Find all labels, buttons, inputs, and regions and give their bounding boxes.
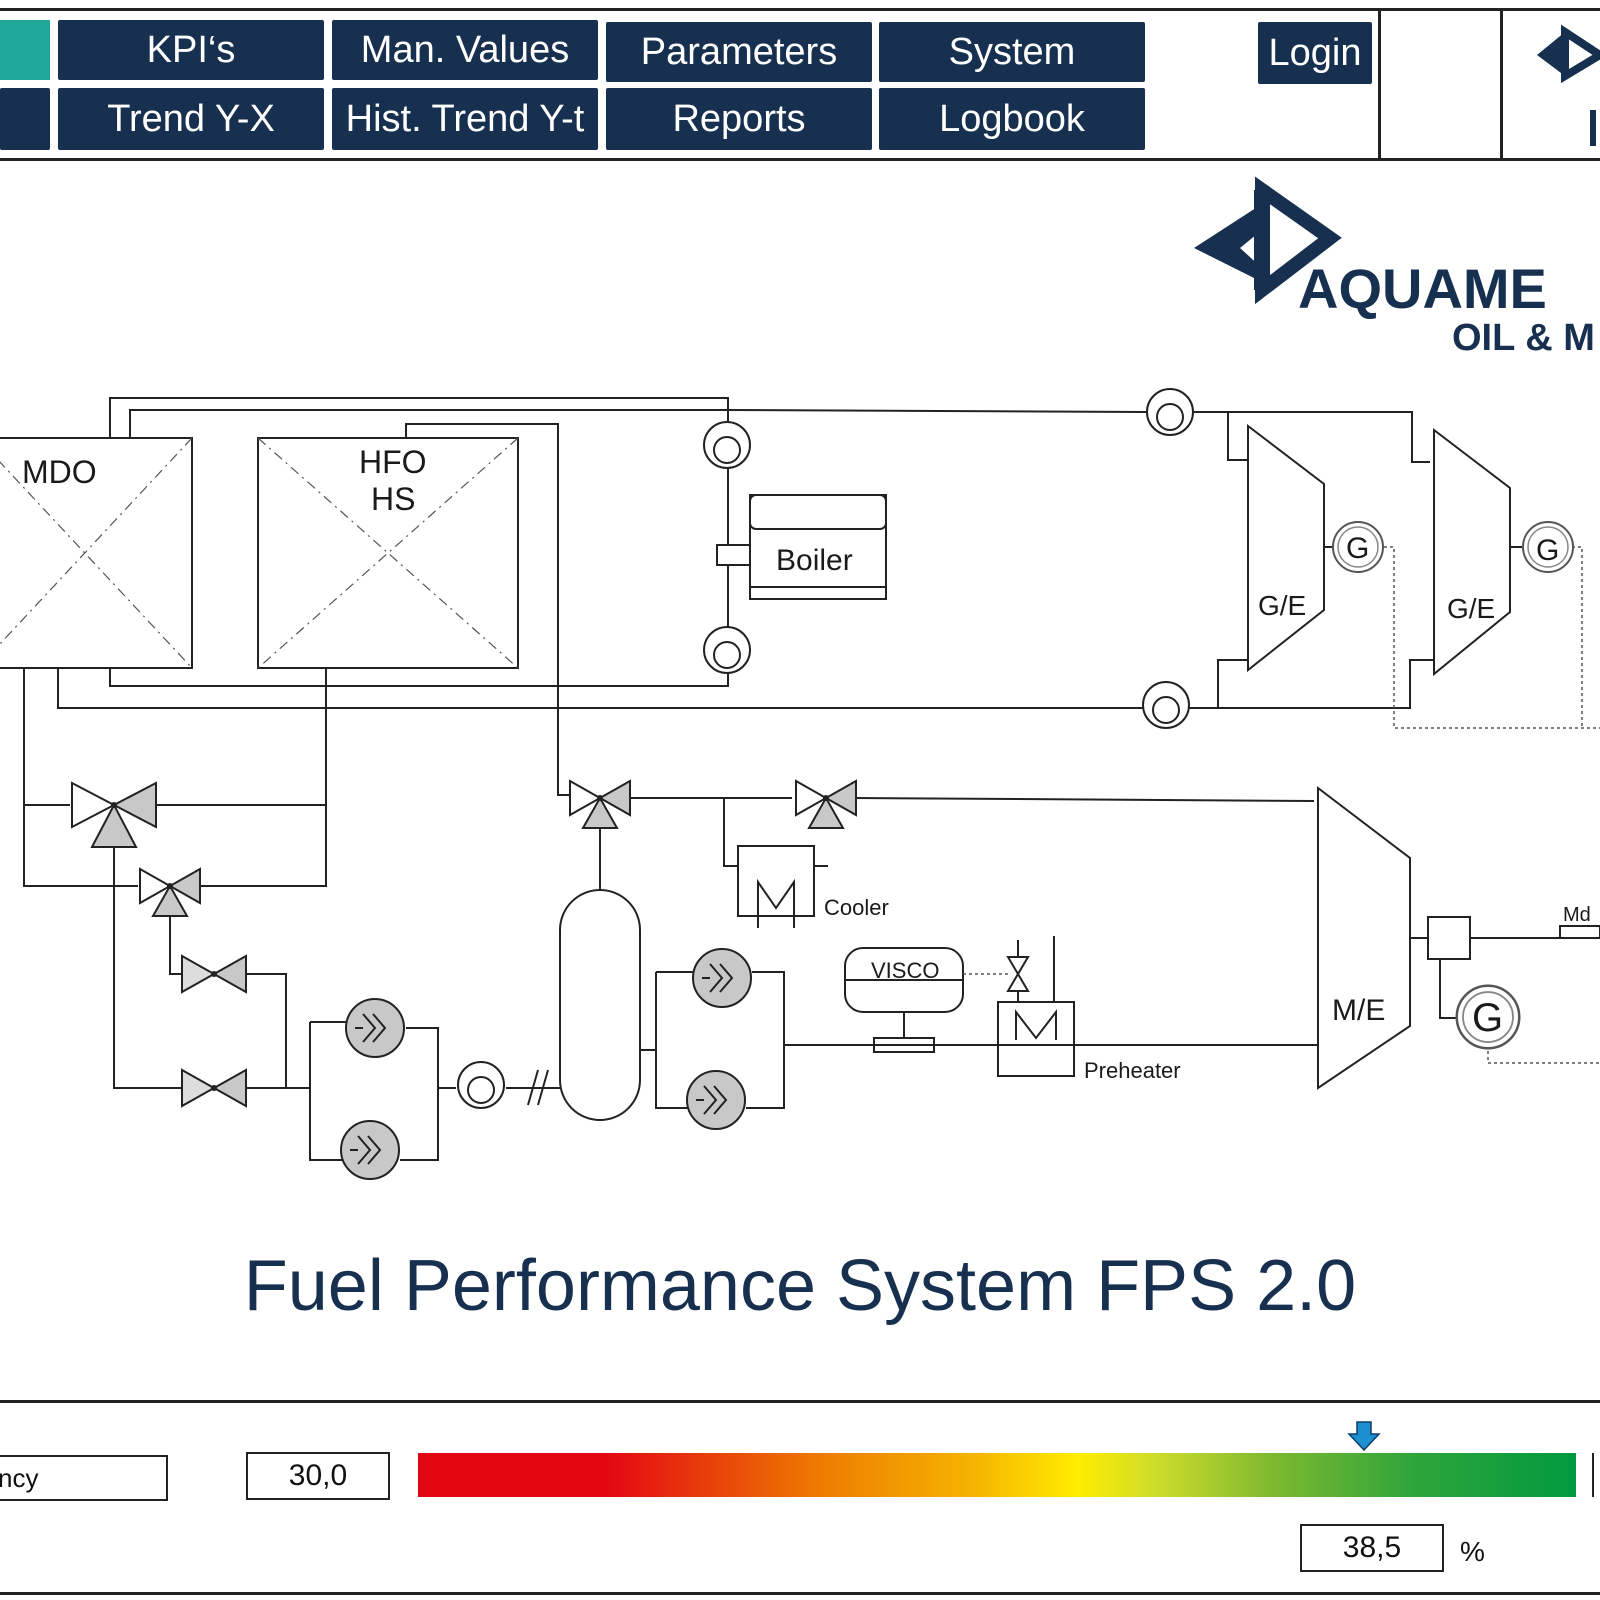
page-title: Fuel Performance System FPS 2.0 xyxy=(243,1246,1357,1326)
header-bottom-border xyxy=(0,158,1600,161)
nav-man-values-button[interactable]: Man. Values xyxy=(332,20,598,80)
nav-hist-trend-button[interactable]: Hist. Trend Y-t xyxy=(332,88,598,150)
footer-top-border xyxy=(0,1400,1600,1403)
label-visco: VISCO xyxy=(871,958,939,983)
nav-reports-button[interactable]: Reports xyxy=(606,88,872,150)
label-gen1: G xyxy=(1346,532,1369,565)
label-hs: HS xyxy=(371,481,415,517)
header-top-border xyxy=(0,8,1600,11)
login-button[interactable]: Login xyxy=(1258,22,1372,84)
header-logo-icon xyxy=(1537,24,1600,146)
min-value-text: 30,0 xyxy=(288,1459,348,1492)
nav-active-tab[interactable] xyxy=(0,20,50,80)
label-cooler: Cooler xyxy=(824,895,889,920)
label-gen2: G xyxy=(1536,534,1559,567)
nav-hidden-button[interactable] xyxy=(0,88,50,150)
label-me: M/E xyxy=(1332,994,1385,1027)
current-value-field: 38,5 xyxy=(1300,1524,1444,1572)
brand-name: AQUAME xyxy=(1298,257,1547,320)
nav-trend-yx-button[interactable]: Trend Y-X xyxy=(58,88,324,150)
brand-logo xyxy=(1194,176,1342,305)
label-gen3: G xyxy=(1472,996,1503,1040)
efficiency-scale-bar xyxy=(418,1453,1576,1497)
label-preheater: Preheater xyxy=(1084,1058,1181,1083)
label-hfo: HFO xyxy=(359,444,427,480)
footer-bottom-border xyxy=(0,1592,1600,1595)
label-md: Md xyxy=(1563,904,1591,926)
unit-label: % xyxy=(1460,1536,1485,1567)
scale-end-tick xyxy=(1592,1453,1600,1497)
current-value-text: 38,5 xyxy=(1342,1531,1402,1564)
header-divider xyxy=(1378,8,1381,160)
nav-logbook-button[interactable]: Logbook xyxy=(879,88,1145,150)
nav-system-button[interactable]: System xyxy=(879,22,1145,82)
nav-parameters-button[interactable]: Parameters xyxy=(606,22,872,82)
current-value-marker-icon xyxy=(1347,1421,1381,1452)
nav-kpis-button[interactable]: KPI‘s xyxy=(58,20,324,80)
brand-tagline: OIL & M xyxy=(1452,317,1595,359)
label-ge1: G/E xyxy=(1258,590,1306,621)
fuel-system-diagram: MDO HFO HS Boiler G/E G/E M/E G G G Cool… xyxy=(0,176,1600,1180)
label-ge2: G/E xyxy=(1447,593,1495,624)
kpi-name-text: ncy xyxy=(0,1462,39,1493)
label-boiler: Boiler xyxy=(776,544,853,577)
label-mdo: MDO xyxy=(22,454,97,490)
header-divider xyxy=(1500,8,1503,160)
min-value-field: 30,0 xyxy=(246,1452,390,1500)
kpi-name-field[interactable]: ncy xyxy=(0,1455,168,1501)
